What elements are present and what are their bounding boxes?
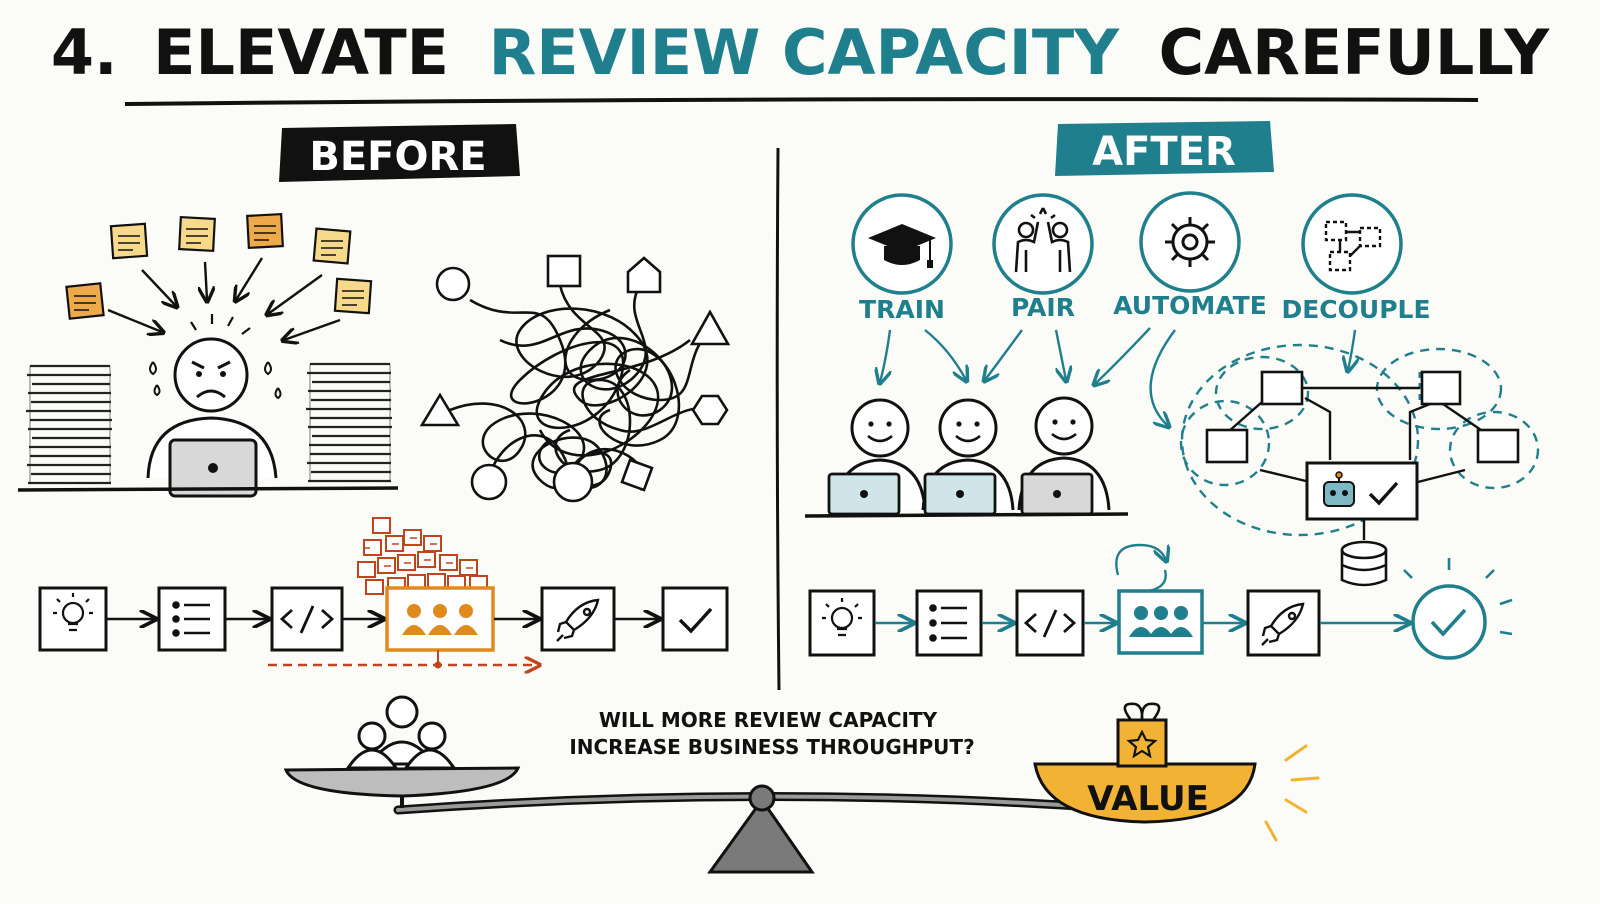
refresh-icon [1115, 543, 1166, 576]
checkmark-icon [678, 607, 713, 634]
after-step-review [1115, 543, 1204, 655]
before-step-idea [38, 586, 108, 652]
gift-icon [1116, 702, 1168, 768]
title-highlight: REVIEW CAPACITY [489, 16, 1121, 89]
happy-reviewers [804, 396, 1129, 518]
value-label: VALUE [1087, 779, 1209, 819]
title-number: 4. [51, 16, 118, 89]
lever-pair: PAIR [992, 193, 1094, 322]
overwhelmed-reviewer [17, 212, 399, 498]
review-team-icon [402, 604, 478, 635]
scale-fulcrum [707, 797, 815, 874]
svg-text:4. ELEVATE REVIEW: 4. ELEVATE REVIEW CAPACITY CAREFULLY [51, 16, 1550, 89]
database-icon [1340, 540, 1388, 587]
reviewer-2 [921, 398, 1015, 516]
team-icon [345, 695, 457, 770]
modules-icon [1324, 220, 1382, 272]
lever-automate: AUTOMATE [1113, 191, 1267, 320]
incoming-arrows [107, 257, 341, 340]
list-icon [172, 601, 210, 637]
paper-stack-right [304, 362, 394, 483]
pr-backlog [357, 517, 488, 595]
lever-decouple-label: DECOUPLE [1281, 295, 1430, 324]
after-step-code [1015, 589, 1085, 657]
lever-arrows [880, 327, 1355, 426]
happy-face [850, 398, 910, 458]
value-sparkles [1264, 744, 1320, 842]
title-suffix: CAREFULLY [1159, 16, 1551, 89]
after-step-done [1403, 558, 1513, 660]
code-icon [1023, 609, 1077, 638]
gear-icon [1165, 217, 1215, 267]
before-pipeline [38, 517, 729, 669]
before-step-code [270, 586, 344, 652]
checkmark-icon [1430, 608, 1467, 637]
after-step-idea [808, 589, 876, 657]
high-five-icon [1014, 207, 1072, 273]
tangled-dependencies [419, 254, 731, 503]
lever-decouple: DECOUPLE [1281, 193, 1431, 324]
robot-icon [1323, 471, 1355, 507]
lever-automate-label: AUTOMATE [1113, 291, 1267, 320]
happy-face [1034, 396, 1094, 456]
review-team-icon [1129, 606, 1193, 637]
before-step-done [661, 586, 729, 652]
rocket-icon [556, 598, 600, 642]
title-prefix: ELEVATE [153, 16, 449, 89]
question-line-2: INCREASE BUSINESS THROUGHPUT? [569, 735, 974, 759]
angry-face [173, 337, 249, 413]
scale-right-pan: VALUE [1033, 702, 1320, 842]
title: 4. ELEVATE REVIEW CAPACITY CAREFULLY [51, 16, 1550, 106]
lever-train: TRAIN [851, 193, 953, 324]
after-pipeline [808, 543, 1513, 660]
scale-left-pan [283, 695, 521, 798]
improvement-levers: TRAIN PAIR AUTOMATE [851, 191, 1431, 426]
title-underline [124, 97, 1479, 106]
star-icon [1126, 729, 1158, 759]
lightbulb-icon [822, 598, 862, 637]
balance-scale: VALUE [283, 695, 1320, 874]
module-links [1227, 386, 1485, 484]
after-step-plan [915, 589, 983, 657]
checkmark-icon [1368, 481, 1399, 506]
code-icon [279, 605, 335, 634]
after-label-text: AFTER [1092, 129, 1236, 175]
section-divider [775, 147, 781, 691]
reviewer-1 [827, 398, 927, 516]
module-boxes [1205, 370, 1520, 464]
decoupled-architecture [1179, 343, 1540, 587]
sticky-notes [65, 212, 373, 320]
reviewer-3 [1017, 396, 1111, 516]
before-step-plan [157, 586, 227, 652]
question-line-1: WILL MORE REVIEW CAPACITY [599, 708, 938, 732]
before-label: BEFORE [279, 124, 520, 182]
lever-pair-label: PAIR [1011, 293, 1075, 322]
lever-train-label: TRAIN [859, 295, 945, 324]
graduation-cap-icon [868, 224, 936, 268]
before-label-text: BEFORE [309, 134, 486, 180]
list-icon [929, 604, 967, 642]
before-step-review-bottleneck [385, 586, 495, 652]
automated-review-bot [1305, 461, 1419, 521]
after-step-release [1246, 589, 1321, 657]
paper-stack-left [24, 364, 114, 485]
happy-face [938, 398, 998, 458]
key-question: WILL MORE REVIEW CAPACITY INCREASE BUSIN… [569, 708, 974, 759]
after-label: AFTER [1055, 121, 1274, 176]
before-step-release [540, 586, 616, 652]
rocket-icon [1261, 602, 1305, 646]
lightbulb-icon [53, 593, 93, 632]
